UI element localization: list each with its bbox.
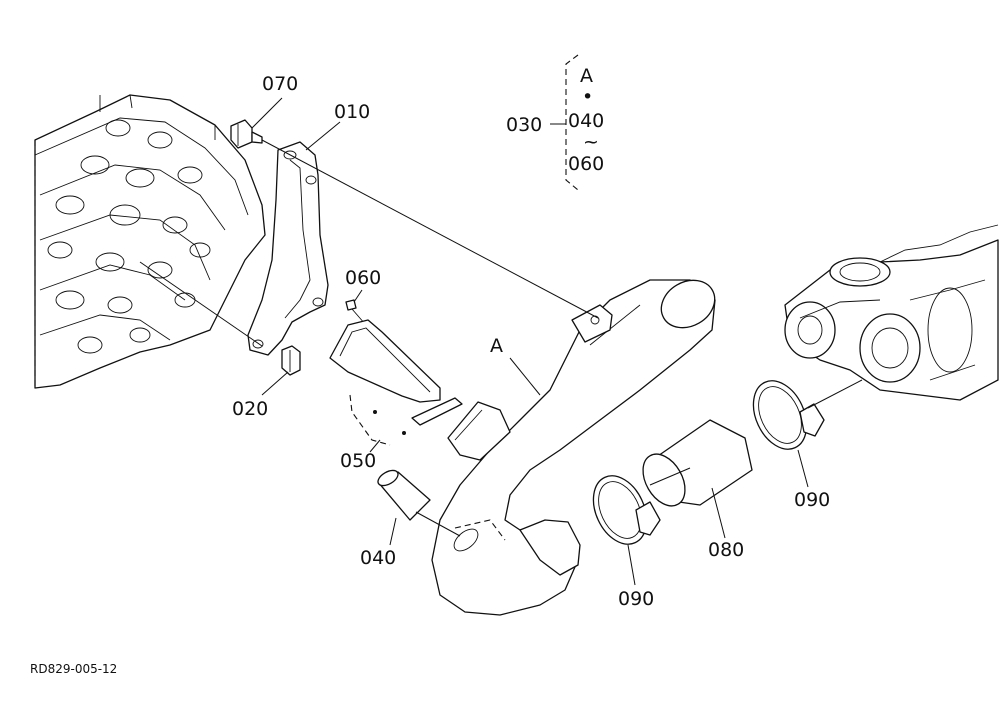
label-060: 060 xyxy=(345,267,381,289)
bolt-020 xyxy=(281,345,301,376)
hose-clamp-090-top xyxy=(752,380,825,450)
label-090-bottom: 090 xyxy=(618,588,654,610)
turbocharger xyxy=(784,224,999,401)
label-080: 080 xyxy=(708,539,744,561)
leader-lines xyxy=(139,97,863,586)
bolt-070 xyxy=(230,119,263,149)
set-legend-from: 040 xyxy=(568,110,604,132)
label-040: 040 xyxy=(360,547,396,569)
label-070: 070 xyxy=(262,73,298,95)
label-020: 020 xyxy=(232,398,268,420)
label-a: A xyxy=(490,335,503,357)
hose-clamp-090-bottom xyxy=(592,475,661,545)
part-labels: 070 010 030 060 A 020 050 040 080 090 09… xyxy=(232,73,830,610)
label-030: 030 xyxy=(506,114,542,136)
gasket-050 xyxy=(329,319,463,446)
cylinder-head xyxy=(34,94,266,389)
label-010: 010 xyxy=(334,101,370,123)
bracket-010 xyxy=(247,141,329,356)
set-legend-to: 060 xyxy=(568,153,604,175)
set-legend-range-mark: ~ xyxy=(583,131,599,153)
set-legend: A • 040 ~ 060 xyxy=(565,54,604,191)
set-legend-letter: A xyxy=(580,65,593,87)
intake-pipe xyxy=(431,279,716,616)
label-050: 050 xyxy=(340,450,376,472)
hose-080 xyxy=(642,419,753,507)
sleeve-040 xyxy=(377,469,431,521)
drawing-code: RD829-005-12 xyxy=(30,662,117,676)
label-090-top: 090 xyxy=(794,489,830,511)
set-legend-dot: • xyxy=(582,86,593,108)
